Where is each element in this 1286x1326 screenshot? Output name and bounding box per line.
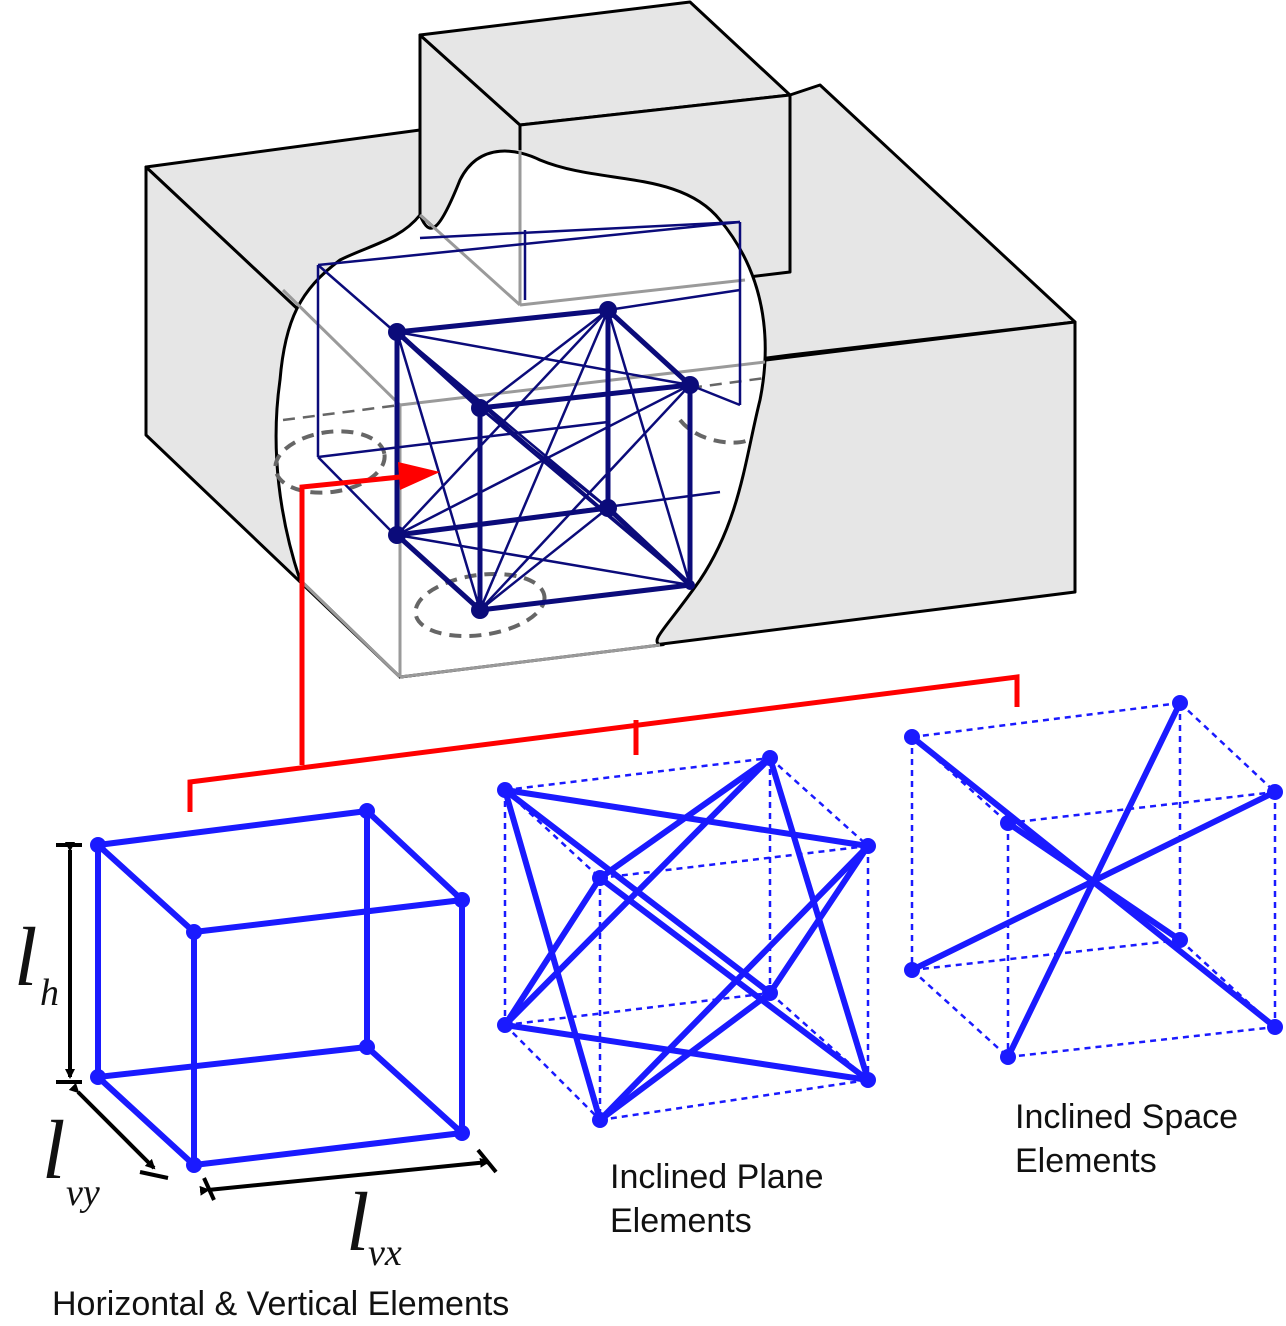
lvy-main: l: [42, 1104, 65, 1197]
caption-horizontal-vertical: Horizontal & Vertical Elements: [52, 1285, 509, 1323]
caption-inclined-plane-2: Elements: [610, 1202, 752, 1240]
dim-label-lvx: l vx: [346, 1176, 402, 1274]
lvy-sub: vy: [66, 1172, 100, 1214]
lvx-main: l: [346, 1176, 369, 1269]
dim-label-lh: l h: [14, 911, 59, 1014]
caption-inclined-space-2: Elements: [1015, 1142, 1157, 1180]
cube-inclined-plane: [497, 750, 876, 1128]
lh-sub: h: [40, 972, 59, 1014]
caption-inclined-space-1: Inclined Space: [1015, 1098, 1238, 1136]
lattice-structure: [316, 220, 742, 619]
dimension-lines: [56, 842, 498, 1201]
cube-inclined-space: [904, 695, 1283, 1065]
cube-horizontal-vertical: [90, 803, 470, 1173]
lh-main: l: [14, 911, 37, 1004]
caption-inclined-plane-1: Inclined Plane: [610, 1158, 824, 1196]
red-arrow-head: [398, 462, 440, 490]
hidden-edges: [281, 150, 766, 679]
red-callout: [187, 462, 1020, 812]
dashed-ellipses: [273, 418, 750, 639]
lvx-sub: vx: [368, 1232, 402, 1274]
dim-label-lvy: l vy: [42, 1104, 100, 1214]
